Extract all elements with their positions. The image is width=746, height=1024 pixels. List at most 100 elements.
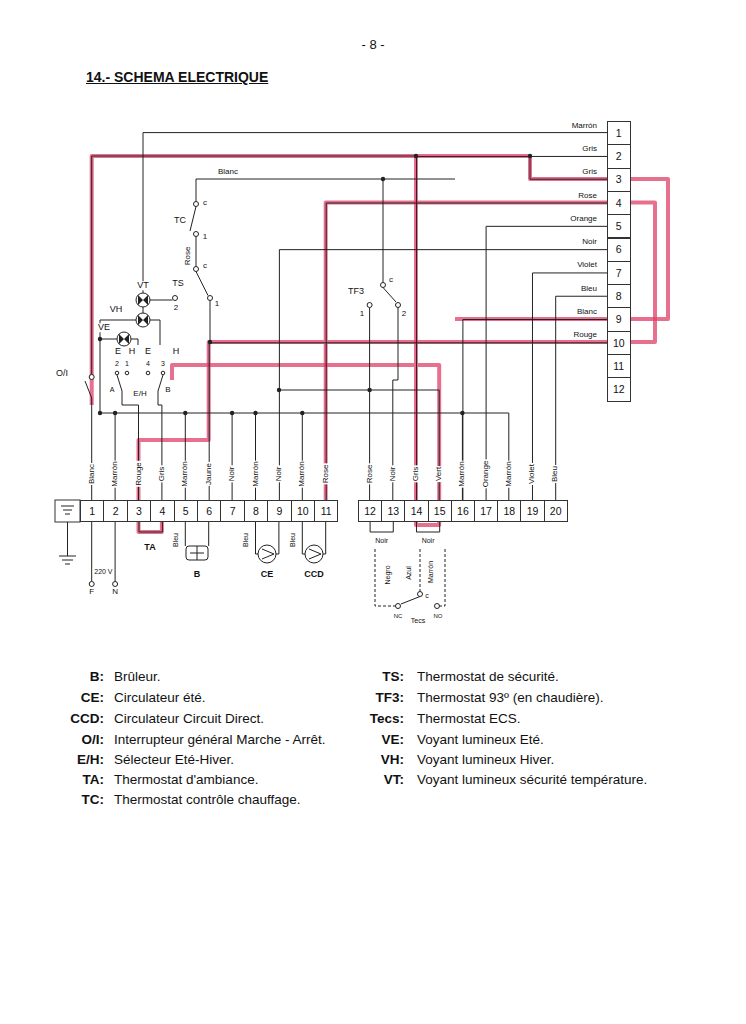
wire	[279, 250, 607, 500]
component-label: E/H	[132, 390, 147, 398]
legend-description: Thermostat contrôle chauffage.	[113, 793, 302, 807]
circulator-symbol	[309, 549, 321, 559]
terminal-number: 12	[613, 384, 625, 395]
wire-color: Violet	[528, 463, 536, 485]
terminal-cell: 3	[607, 168, 631, 192]
terminal-cell: 7	[220, 500, 244, 522]
component-label: B	[164, 386, 171, 394]
wire	[92, 522, 115, 582]
component-label: c	[202, 199, 208, 207]
burner-symbol	[190, 546, 204, 560]
circulator-symbol	[258, 545, 276, 563]
ground-symbol	[55, 500, 80, 564]
wire	[416, 522, 439, 532]
wire-label: Noir	[374, 537, 389, 544]
terminal-number: 5	[616, 221, 622, 232]
indicator-lamp	[119, 334, 129, 344]
component-label: 1	[202, 233, 208, 241]
component-label: 1	[124, 360, 130, 367]
wire-color: Marrón	[181, 460, 189, 487]
terminal-cell: 2	[607, 144, 631, 168]
legend-description: Voyant lumineux sécurité température.	[416, 773, 648, 787]
legend-key: TS:	[381, 670, 405, 684]
switch-contact	[173, 296, 178, 301]
terminal-number: 13	[387, 506, 399, 517]
legend-key: Tecs:	[369, 712, 405, 726]
diagram-title: 14.- SCHEMA ELECTRIQUE	[85, 70, 269, 85]
component-label: VT	[136, 281, 150, 290]
wire-color: Orange	[481, 460, 489, 489]
terminal-number: 19	[527, 506, 539, 517]
terminal-cell: 15	[428, 500, 452, 522]
switch-contact	[396, 303, 401, 308]
component-label: c	[424, 592, 430, 599]
terminal-number: 4	[616, 198, 622, 209]
wire	[92, 156, 416, 375]
component-label: 2	[114, 360, 120, 367]
component-label: c	[388, 276, 394, 284]
component-label: VE	[97, 323, 111, 332]
indicator-lamp	[117, 332, 131, 346]
legend-key: TC:	[81, 793, 106, 807]
component-label: 4	[145, 360, 151, 367]
terminal-number: 7	[230, 506, 236, 517]
junction-dot	[98, 337, 102, 341]
terminal-cell: 3	[127, 500, 151, 522]
terminal-cell: 13	[381, 500, 405, 522]
indicator-lamp	[136, 293, 150, 307]
component-label: NO	[433, 613, 444, 619]
legend-description: Thermostat ECS.	[416, 712, 522, 726]
wire	[158, 391, 162, 500]
burner-symbol	[186, 546, 208, 560]
burner-symbol	[186, 546, 208, 560]
wire-color: Gris	[158, 466, 166, 483]
component-label: 2	[401, 310, 407, 318]
terminal-cell: 6	[197, 500, 221, 522]
legend-description: Thermostat 93º (en chaudière).	[416, 691, 605, 705]
switch-contact	[89, 582, 94, 587]
dashed-wire	[440, 549, 446, 606]
wire-color: Rouge	[134, 461, 142, 487]
legend-key: E/H:	[76, 753, 105, 767]
wire	[150, 320, 160, 345]
terminal-number: 2	[113, 506, 119, 517]
terminal-cell: 11	[607, 354, 631, 378]
dashed-wire	[375, 549, 445, 606]
terminal-number: 1	[616, 128, 622, 139]
legend-description: Sélecteur Eté-Hiver.	[113, 753, 235, 767]
legend-description: Interrupteur général Marche - Arrêt.	[113, 733, 327, 747]
highlight-trace	[139, 203, 656, 533]
indicator-lamp	[136, 313, 150, 327]
component-label: TC	[173, 216, 187, 225]
terminal-cell: 1	[607, 121, 631, 145]
legend-key: CE:	[80, 691, 105, 705]
wire	[100, 339, 117, 340]
wire	[100, 320, 136, 413]
terminal-cell: 4	[607, 191, 631, 215]
terminal-cell: 11	[314, 500, 338, 522]
wire	[486, 226, 607, 500]
terminal-number: 3	[136, 506, 142, 517]
wire-color: Noir	[581, 238, 598, 246]
component-label: Rose	[184, 246, 192, 267]
terminal-cell: 17	[474, 500, 498, 522]
terminal-cell: 20	[544, 500, 568, 522]
terminal-number: 11	[613, 361, 624, 372]
switch-contact	[435, 604, 440, 609]
switch-contact	[208, 296, 213, 301]
terminal-cell: 12	[358, 500, 382, 522]
component-label: VH	[109, 305, 124, 314]
component-label: 1	[359, 310, 365, 318]
wire	[209, 343, 607, 500]
page-number: - 8 -	[360, 38, 385, 52]
wire	[150, 300, 173, 301]
wire-color: Blanc	[217, 168, 239, 176]
terminal-cell: 1	[80, 500, 104, 522]
legend-description: Circulateur été.	[113, 691, 207, 705]
switch-contact	[89, 202, 439, 609]
wire-color: Marrón	[458, 460, 466, 487]
component-label: H	[172, 347, 181, 356]
wire	[383, 288, 396, 303]
component-label: Marrón	[427, 560, 434, 584]
wire	[556, 296, 607, 500]
